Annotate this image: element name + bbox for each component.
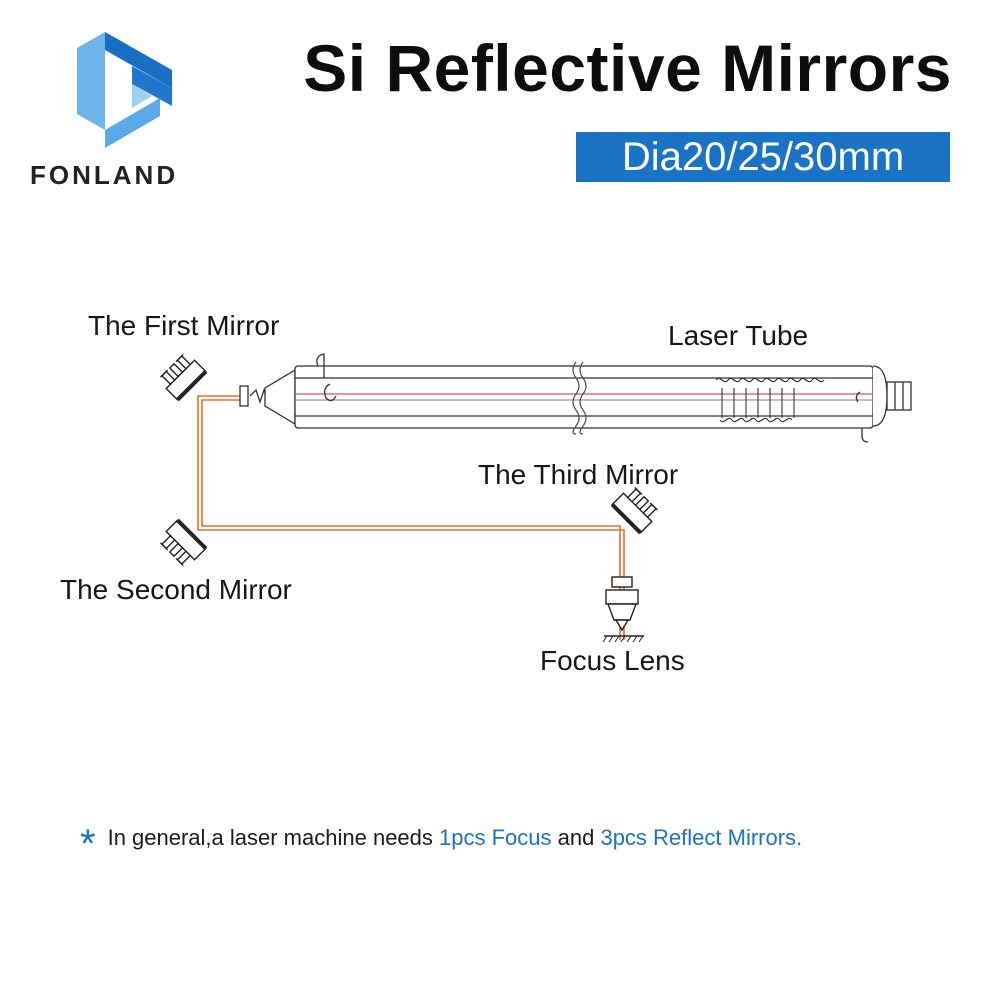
- label-second-mirror: The Second Mirror: [60, 574, 292, 605]
- label-first-mirror: The First Mirror: [88, 310, 280, 341]
- label-focus-lens: Focus Lens: [540, 645, 685, 676]
- third-mirror-icon: [610, 487, 658, 535]
- note-middle: and: [551, 825, 601, 850]
- laser-tube-drawing: [239, 353, 912, 443]
- laser-beam: [197, 395, 625, 640]
- asterisk-icon: *: [80, 822, 96, 866]
- label-laser-tube: Laser Tube: [668, 320, 809, 351]
- focus-lens-icon: [602, 576, 644, 643]
- page-title: Si Reflective Mirrors: [303, 31, 952, 105]
- label-third-mirror: The Third Mirror: [478, 459, 679, 490]
- second-mirror-icon: [160, 518, 208, 566]
- note-focus-count: 1pcs Focus: [439, 825, 552, 850]
- note-prefix: In general,a laser machine needs: [107, 825, 440, 850]
- diameter-badge: Dia20/25/30mm: [576, 132, 950, 182]
- brand-logo: FONLAND: [30, 20, 220, 190]
- note-mirror-count: 3pcs Reflect Mirrors.: [600, 825, 803, 850]
- brand-name: FONLAND: [30, 160, 179, 190]
- usage-note: * In general,a laser machine needs 1pcs F…: [80, 822, 802, 867]
- fonland-logo-icon: [77, 32, 172, 148]
- first-mirror-icon: [160, 354, 208, 402]
